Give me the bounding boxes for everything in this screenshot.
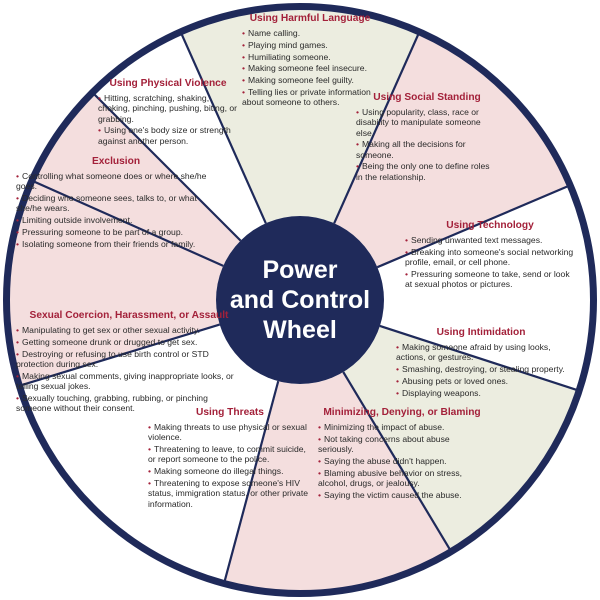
segment-using-physical-violence: Using Physical Violence Hitting, scratch…: [98, 78, 238, 147]
segment-item: Threatening to leave, to commit suicide,…: [148, 444, 312, 465]
segment-item: Smashing, destroying, or stealing proper…: [396, 364, 566, 374]
segment-item: Getting someone drunk or drugged to get …: [16, 337, 242, 347]
segment-item: Destroying or refusing to use birth cont…: [16, 349, 242, 370]
segment-item: Hitting, scratching, shaking, choking, p…: [98, 93, 238, 124]
segment-item: Limiting outside involvement.: [16, 215, 216, 225]
segment-item: Deciding who someone sees, talks to, or …: [16, 193, 216, 214]
segment-item: Making someone afraid by using looks, ac…: [396, 342, 566, 363]
segment-title: Sexual Coercion, Harassment, or Assault: [29, 310, 229, 321]
segment-item: Threatening to expose someone's HIV stat…: [148, 478, 312, 509]
segment-using-intimidation: Using Intimidation Making someone afraid…: [396, 327, 566, 399]
segment-item: Sexually touching, grabbing, rubbing, or…: [16, 393, 242, 414]
segment-title: Using Social Standing: [373, 92, 481, 103]
segment-item: Sending unwanted text messages.: [405, 235, 575, 245]
segment-item: Controlling what someone does or where s…: [16, 171, 216, 192]
segment-title: Using Technology: [446, 220, 534, 231]
segment-sexual-coercion: Sexual Coercion, Harassment, or Assault …: [16, 310, 242, 415]
segment-item: Telling lies or private information abou…: [242, 87, 378, 108]
segment-item: Breaking into someone's social networkin…: [405, 247, 575, 268]
segment-item: Blaming abusive behavior on stress, alco…: [318, 468, 486, 489]
segment-item-list: Hitting, scratching, shaking, choking, p…: [98, 93, 238, 146]
segment-item-list: Minimizing the impact of abuse. Not taki…: [318, 422, 486, 500]
segment-using-threats: Using Threats Making threats to use phys…: [148, 407, 312, 510]
segment-item: Saying the victim caused the abuse.: [318, 490, 486, 500]
segment-item: Pressuring someone to take, send or look…: [405, 269, 575, 290]
segment-minimizing-denying-blaming: Minimizing, Denying, or Blaming Minimizi…: [318, 407, 486, 502]
hub-title-line: and Control: [229, 286, 371, 314]
segment-title: Exclusion: [91, 156, 141, 167]
segment-item: Playing mind games.: [242, 40, 378, 50]
segment-item-list: Manipulating to get sex or other sexual …: [16, 325, 242, 413]
segment-item: Pressuring someone to be part of a group…: [16, 227, 216, 237]
segment-item: Making someone feel guilty.: [242, 75, 378, 85]
segment-item-list: Controlling what someone does or where s…: [16, 171, 216, 249]
segment-item-list: Sending unwanted text messages. Breaking…: [405, 235, 575, 289]
hub-title-line: Wheel: [263, 316, 337, 344]
segment-exclusion: Exclusion Controlling what someone does …: [16, 156, 216, 251]
segment-using-harmful-language: Using Harmful Language Name calling. Pla…: [242, 13, 378, 109]
segment-item: Humiliating someone.: [242, 52, 378, 62]
segment-item-list: Making someone afraid by using looks, ac…: [396, 342, 566, 398]
segment-item: Making someone do illegal things.: [148, 466, 312, 476]
segment-title: Using Physical Violence: [109, 78, 227, 89]
segment-item: Using popularity, class, race or disabil…: [356, 107, 498, 138]
segment-item: Making threats to use physical or sexual…: [148, 422, 312, 443]
hub-title: Power and Control Wheel: [219, 219, 381, 381]
segment-item: Minimizing the impact of abuse.: [318, 422, 486, 432]
segment-item: Isolating someone from their friends or …: [16, 239, 216, 249]
segment-using-social-standing: Using Social Standing Using popularity, …: [356, 92, 498, 184]
segment-item: Making sexual comments, giving inappropr…: [16, 371, 242, 392]
segment-using-technology: Using Technology Sending unwanted text m…: [405, 220, 575, 291]
segment-item: Saying the abuse didn't happen.: [318, 456, 486, 466]
segment-item: Making someone feel insecure.: [242, 63, 378, 73]
segment-item: Displaying weapons.: [396, 388, 566, 398]
segment-item-list: Making threats to use physical or sexual…: [148, 422, 312, 509]
hub-title-line: Power: [262, 256, 338, 284]
segment-title: Using Intimidation: [436, 327, 526, 338]
segment-item-list: Name calling. Playing mind games. Humili…: [242, 28, 378, 108]
segment-title: Using Harmful Language: [249, 13, 371, 24]
segment-item: Making all the decisions for someone.: [356, 139, 498, 160]
segment-title: Minimizing, Denying, or Blaming: [323, 407, 481, 418]
segment-item: Name calling.: [242, 28, 378, 38]
segment-item: Being the only one to define roles in th…: [356, 161, 498, 182]
hub-circle: [216, 216, 384, 384]
segment-item: Using one's body size or strength agains…: [98, 125, 238, 146]
segment-item: Manipulating to get sex or other sexual …: [16, 325, 242, 335]
segment-item: Abusing pets or loved ones.: [396, 376, 566, 386]
outer-ring: [3, 3, 597, 597]
segment-item-list: Using popularity, class, race or disabil…: [356, 107, 498, 182]
segment-item: Not taking concerns about abuse seriousl…: [318, 434, 486, 455]
